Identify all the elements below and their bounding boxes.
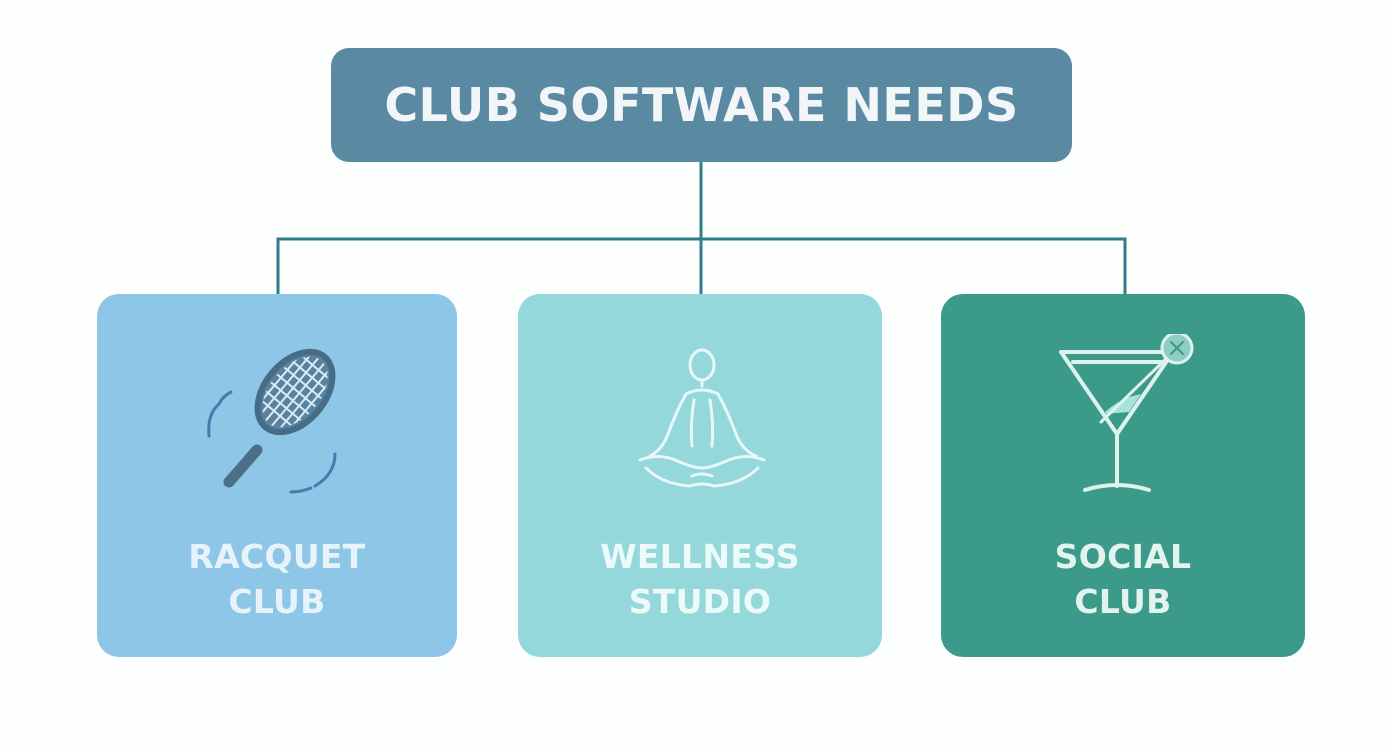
card-label-line2: CLUB	[1074, 582, 1172, 621]
card-racquet-club: RACQUET CLUB	[97, 294, 457, 657]
card-label-racquet-club: RACQUET CLUB	[97, 534, 457, 624]
card-label-line1: RACQUET	[188, 537, 366, 576]
root-node: CLUB SOFTWARE NEEDS	[331, 48, 1072, 162]
card-wellness-studio: WELLNESS STUDIO	[518, 294, 882, 657]
root-title: CLUB SOFTWARE NEEDS	[384, 78, 1019, 132]
meditation-icon	[638, 348, 766, 488]
tennis-racquet-icon	[207, 344, 341, 494]
card-label-social-club: SOCIAL CLUB	[941, 534, 1305, 624]
card-label-wellness-studio: WELLNESS STUDIO	[518, 534, 882, 624]
card-label-line2: STUDIO	[628, 582, 772, 621]
card-label-line1: SOCIAL	[1054, 537, 1192, 576]
cocktail-glass-icon	[1059, 334, 1194, 492]
card-label-line2: CLUB	[228, 582, 326, 621]
card-social-club: SOCIAL CLUB	[941, 294, 1305, 657]
card-label-line1: WELLNESS	[600, 537, 800, 576]
